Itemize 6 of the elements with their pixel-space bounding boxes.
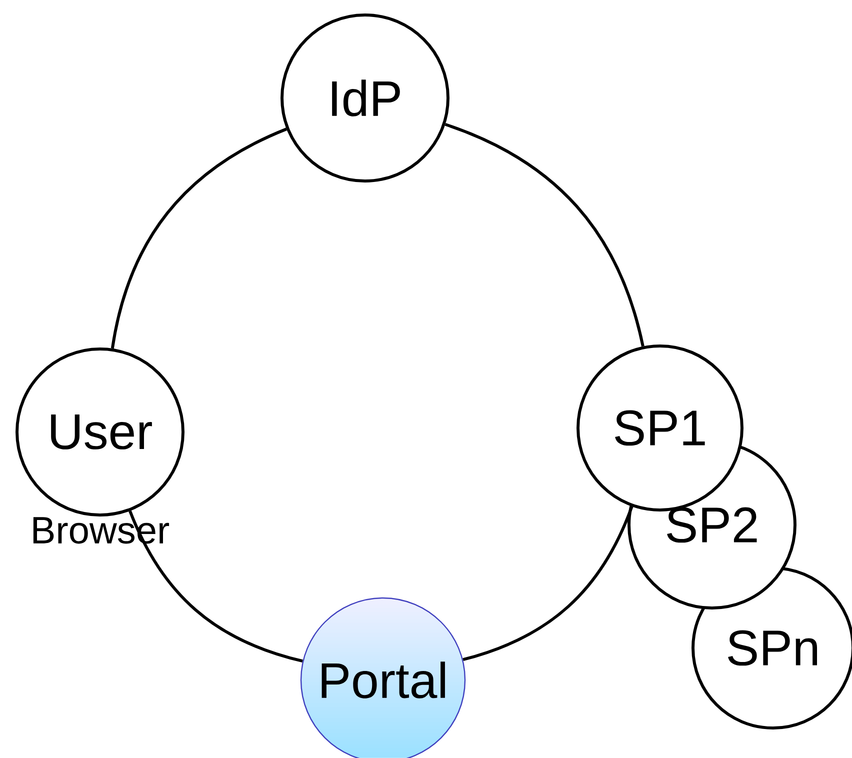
circle-node: IdP bbox=[280, 14, 450, 182]
ring-arc bbox=[444, 122, 644, 347]
circle-node: User bbox=[16, 347, 184, 516]
ring-arc bbox=[462, 506, 634, 662]
ring-arc bbox=[110, 128, 288, 349]
ring-arc bbox=[128, 510, 303, 663]
